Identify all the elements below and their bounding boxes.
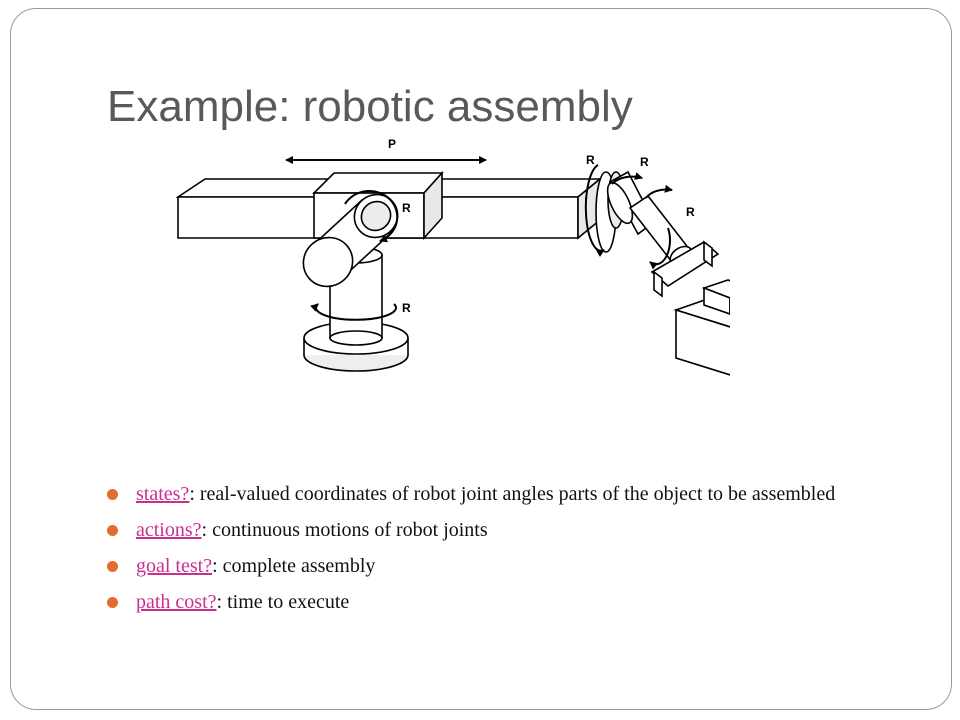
bullet-list: states?: real-valued coordinates of robo… bbox=[106, 481, 906, 625]
gripper bbox=[650, 240, 720, 298]
bullet-path-cost-text: : time to execute bbox=[216, 591, 350, 613]
upper-arm bbox=[302, 193, 399, 288]
term-goal-test-link[interactable]: goal test? bbox=[136, 555, 213, 577]
term-path-cost-link[interactable]: path cost? bbox=[136, 591, 217, 613]
label-r-shoulder: R bbox=[402, 201, 411, 215]
bullet-states: states?: real-valued coordinates of robo… bbox=[106, 481, 906, 507]
bullet-actions-text: : continuous motions of robot joints bbox=[201, 519, 488, 541]
term-actions-link[interactable]: actions? bbox=[136, 519, 202, 541]
shoulder-rotation-arrow bbox=[344, 189, 399, 243]
wrist bbox=[595, 170, 656, 253]
bullet-goal-test: goal test?: complete assembly bbox=[106, 553, 906, 579]
robot-arm-illustration: P R R R R R bbox=[175, 137, 730, 376]
slide-title: Example: robotic assembly bbox=[107, 82, 633, 131]
label-p: P bbox=[388, 137, 396, 151]
label-r-base: R bbox=[402, 301, 411, 315]
wrist-rotation-arrows bbox=[584, 164, 673, 270]
bullet-path-cost: path cost?: time to execute bbox=[106, 589, 906, 615]
label-r-wrist-1: R bbox=[586, 153, 595, 167]
bullet-goal-test-text: : complete assembly bbox=[212, 555, 376, 577]
base-rotation-arrow bbox=[310, 303, 397, 321]
term-states-link[interactable]: states? bbox=[136, 483, 190, 505]
robot-arm-figure: P R R R R R bbox=[170, 135, 730, 385]
bullet-states-text: : real-valued coordinates of robot joint… bbox=[189, 483, 836, 505]
label-r-wrist-2: R bbox=[640, 155, 649, 169]
assembly-box bbox=[673, 279, 730, 376]
bullet-actions: actions?: continuous motions of robot jo… bbox=[106, 517, 906, 543]
label-r-wrist-3: R bbox=[686, 205, 695, 219]
slide-frame bbox=[10, 8, 952, 710]
